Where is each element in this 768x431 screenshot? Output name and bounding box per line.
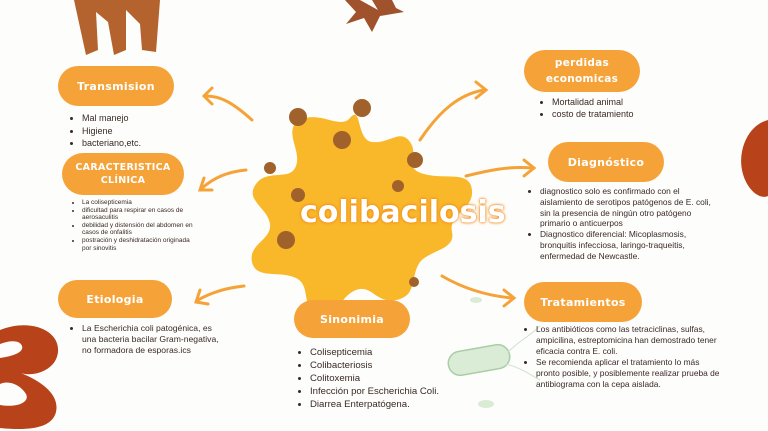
list-item: costo de tratamiento [552, 108, 634, 120]
diagnostico-list: diagnostico solo es confirmado con el ai… [528, 186, 722, 262]
node-perdidas[interactable]: perdidas economicas [524, 50, 640, 92]
sinonimia-title: Sinonimia [319, 312, 385, 326]
caracteristica-list: La colisepticemia dificultad para respir… [70, 199, 200, 252]
list-item: Colitoxemia [310, 372, 439, 385]
sinonimia-list: Colisepticemia Colibacteriosis Colitoxem… [298, 346, 439, 411]
list-item: dificultad para respirar en casos de aer… [82, 207, 200, 222]
list-item: Los antibióticos como las tetraciclinas,… [536, 324, 722, 357]
list-item: postración y deshidratación originada po… [82, 237, 200, 252]
transmision-list: Mal manejo Higiene bacteriano,etc. [70, 112, 141, 150]
etiologia-title: Etiologia [86, 292, 144, 306]
list-item: Se recomienda aplicar el tratamiento lo … [536, 357, 722, 390]
brown-dots [264, 99, 423, 287]
list-item: Diarrea Enterpatógena. [310, 398, 439, 411]
etiologia-list: La Escherichia coli patogénica, es una b… [70, 323, 222, 356]
center-splash [251, 114, 473, 315]
list-item: bacteriano,etc. [82, 137, 141, 150]
list-item: La colisepticemia [82, 199, 200, 207]
node-diagnostico[interactable]: Diagnóstico [548, 142, 664, 182]
bacterium-shape [447, 297, 541, 408]
node-etiologia[interactable]: Etiologia [58, 280, 172, 318]
perdidas-title: perdidas economicas [545, 57, 619, 85]
node-caracteristica[interactable]: CARACTERISTICA CLÍNICA [62, 153, 184, 195]
perdidas-list: Mortalidad animal costo de tratamiento [540, 96, 634, 120]
transmision-title: Transmision [77, 79, 155, 93]
tratamientos-title: Tratamientos [540, 295, 626, 309]
arrows [194, 80, 537, 308]
list-item: Colibacteriosis [310, 359, 439, 372]
brown-brush-shape [74, 0, 160, 55]
list-item: debilidad y distensión del abdomen en ca… [82, 222, 200, 237]
diagnostico-title: Diagnóstico [567, 155, 645, 169]
list-item: Infección por Escherichia Coli. [310, 385, 439, 398]
caracteristica-title: CARACTERISTICA CLÍNICA [75, 162, 171, 186]
rust-squiggle [0, 325, 59, 430]
star-shape [345, 0, 404, 32]
list-item: Diagnostico diferencial: Micoplasmosis, … [540, 229, 722, 261]
rust-blob [741, 120, 768, 197]
list-item: Higiene [82, 125, 141, 138]
list-item: Mortalidad animal [552, 96, 634, 108]
list-item: La Escherichia coli patogénica, es una b… [82, 323, 222, 356]
node-transmision[interactable]: Transmision [58, 66, 174, 106]
list-item: Mal manejo [82, 112, 141, 125]
list-item: diagnostico solo es confirmado con el ai… [540, 186, 722, 229]
tratamientos-list: Los antibióticos como las tetraciclinas,… [524, 324, 722, 390]
node-tratamientos[interactable]: Tratamientos [524, 282, 642, 322]
node-sinonimia[interactable]: Sinonimia [294, 300, 410, 338]
center-title: colibacilosis [300, 195, 506, 230]
list-item: Colisepticemia [310, 346, 439, 359]
